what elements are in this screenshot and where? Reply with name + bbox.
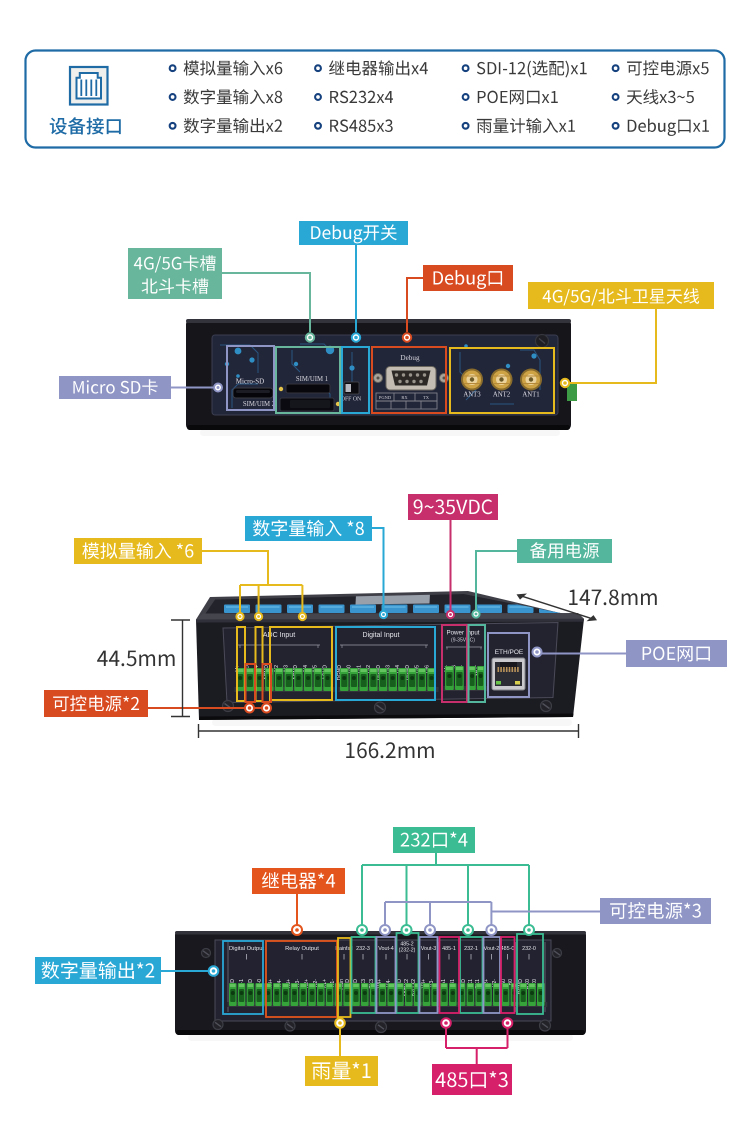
svg-text:RX0: RX0 — [525, 979, 531, 989]
svg-text:B0: B0 — [508, 979, 514, 985]
svg-text:ETH/POE: ETH/POE — [495, 649, 524, 656]
svg-text:V3-: V3- — [429, 979, 435, 987]
svg-text:ADC Input: ADC Input — [263, 632, 295, 639]
svg-text:OFF ON: OFF ON — [341, 397, 362, 403]
svg-text:K1+: K1+ — [322, 979, 328, 988]
svg-text:Power Input: Power Input — [446, 630, 479, 637]
svg-text:S: S — [452, 664, 458, 668]
svg-text:232-0: 232-0 — [522, 946, 536, 952]
svg-text:VBT-: VBT- — [473, 665, 479, 677]
svg-text:485-0: 485-0 — [501, 946, 515, 952]
svg-text:A0: A0 — [501, 979, 507, 985]
svg-text:K4-: K4- — [277, 979, 283, 987]
svg-text:TX: TX — [423, 395, 430, 400]
svg-text:Digital Output: Digital Output — [229, 946, 265, 952]
svg-text:K2+: K2+ — [304, 979, 310, 988]
svg-text:Vout-4: Vout-4 — [378, 946, 394, 952]
svg-text:485-2: 485-2 — [400, 942, 413, 948]
svg-text:Micro-SD: Micro-SD — [236, 378, 264, 386]
svg-text:ANT1: ANT1 — [522, 392, 539, 399]
svg-text:485-1: 485-1 — [442, 946, 456, 952]
svg-text:(9-35VDC): (9-35VDC) — [451, 638, 475, 644]
svg-text:Vout-2: Vout-2 — [484, 946, 500, 952]
svg-text:232-3: 232-3 — [356, 946, 370, 952]
svg-text:PGND: PGND — [379, 395, 392, 400]
svg-text:A1: A1 — [441, 979, 447, 985]
svg-text:ANT2: ANT2 — [493, 392, 511, 399]
svg-text:(232-2): (232-2) — [399, 948, 416, 954]
svg-text:Vout-3: Vout-3 — [421, 946, 437, 952]
svg-text:SIM/UIM 2: SIM/UIM 2 — [243, 401, 276, 408]
svg-text:RX: RX — [401, 395, 408, 400]
svg-text:Debug: Debug — [400, 354, 420, 362]
svg-text:ANT3: ANT3 — [463, 392, 481, 399]
svg-text:V2-: V2- — [492, 979, 498, 987]
svg-text:B1: B1 — [450, 979, 456, 985]
svg-text:SIM/UIM 1: SIM/UIM 1 — [296, 376, 328, 383]
svg-text:K3-: K3- — [295, 979, 301, 987]
svg-text:K1-: K1- — [330, 979, 336, 987]
svg-text:Digital Input: Digital Input — [363, 632, 400, 639]
svg-text:Rainfall: Rainfall — [335, 946, 352, 952]
svg-text:Relay Output: Relay Output — [285, 946, 319, 952]
svg-text:232-1: 232-1 — [464, 946, 478, 952]
svg-text:K2-: K2- — [313, 979, 319, 987]
svg-text:V4-: V4- — [386, 979, 392, 987]
